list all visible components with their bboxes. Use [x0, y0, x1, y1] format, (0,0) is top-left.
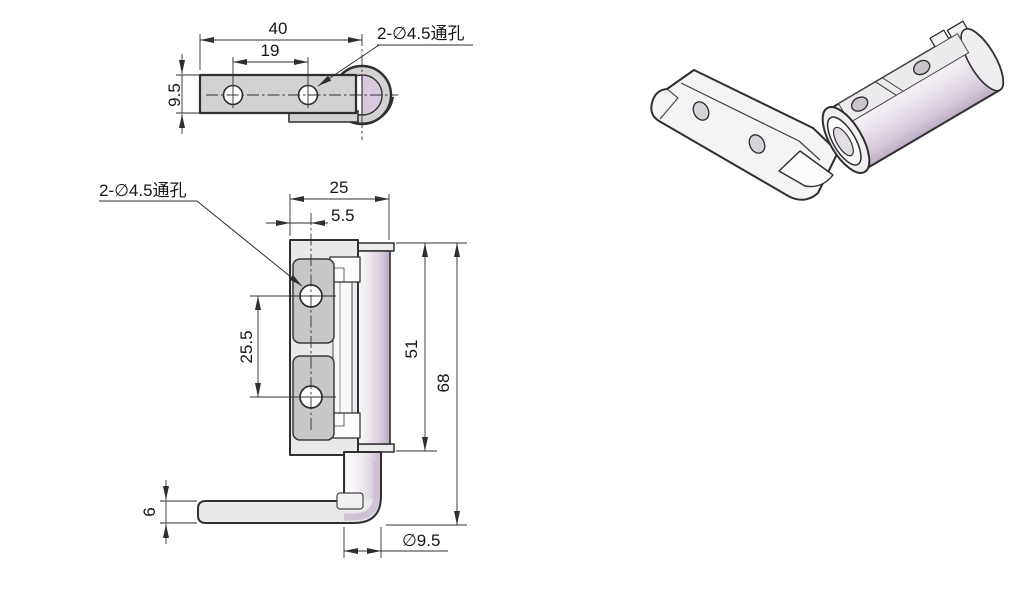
dimension-top-width: 40	[199, 19, 362, 70]
isometric-view	[650, 20, 1005, 201]
corner-shading	[344, 462, 381, 521]
dimension-knuckle-length: 51	[396, 242, 467, 452]
leader-line	[317, 44, 380, 87]
leader-line	[196, 200, 303, 287]
dimension-front-width: 25	[289, 178, 390, 240]
top-view: 40 19 9.5 2-∅4.5通孔	[165, 19, 473, 140]
dim-arm-thickness-text: 6	[140, 507, 159, 516]
dim-knuckle-length-text: 51	[402, 340, 421, 359]
label-top-through-holes: 2-∅4.5通孔	[317, 24, 473, 87]
dim-top-hole-spacing-text: 19	[261, 41, 280, 60]
dim-hole-offset-text: 5.5	[331, 206, 355, 225]
dimension-overall-height: 68	[386, 243, 467, 526]
step-block-bottom	[329, 412, 361, 439]
chamfer-edge-1	[875, 81, 897, 96]
dimension-leaf-height: 9.5	[165, 54, 199, 134]
arm-tip-bevel	[778, 150, 834, 188]
chamfer-edge-2	[882, 77, 904, 92]
dim-overall-height-text: 68	[434, 374, 453, 393]
arm-hole-right	[748, 134, 766, 154]
step-block-top	[329, 256, 361, 283]
dim-leaf-height-text: 9.5	[165, 83, 184, 107]
dim-top-width-text: 40	[269, 19, 288, 38]
cylinder-hole-far	[912, 59, 931, 76]
weld-channel	[332, 256, 353, 439]
front-through-holes-text: 2-∅4.5通孔	[99, 181, 187, 200]
dimension-pin-diameter: ∅9.5	[343, 527, 448, 558]
iso-collar	[821, 106, 871, 174]
label-front-through-holes: 2-∅4.5通孔	[99, 181, 303, 287]
cylinder-hole-near	[850, 96, 869, 112]
bend-step	[336, 492, 364, 510]
dimension-top-hole-spacing: 19	[233, 41, 308, 65]
iso-cylinder	[827, 20, 1005, 172]
top-through-holes-text: 2-∅4.5通孔	[377, 24, 465, 43]
pin-arm-body	[198, 452, 381, 523]
dimension-front-hole-spacing: 25.5	[237, 296, 261, 397]
dim-front-hole-spacing-text: 25.5	[237, 330, 256, 363]
front-view: 25 5.5 25.5 51 68 6	[99, 178, 467, 558]
cylinder-end-cap	[960, 28, 1004, 92]
dimension-hole-offset: 5.5	[266, 206, 355, 226]
pin-end-face	[832, 126, 854, 157]
arm-top-edge	[680, 82, 821, 161]
arm-end-edges	[659, 88, 679, 120]
dim-front-width-text: 25	[330, 178, 349, 197]
dimension-arm-thickness: 6	[140, 480, 197, 544]
dim-pin-diameter-text: ∅9.5	[402, 531, 440, 550]
arm-hole-left	[692, 101, 710, 121]
